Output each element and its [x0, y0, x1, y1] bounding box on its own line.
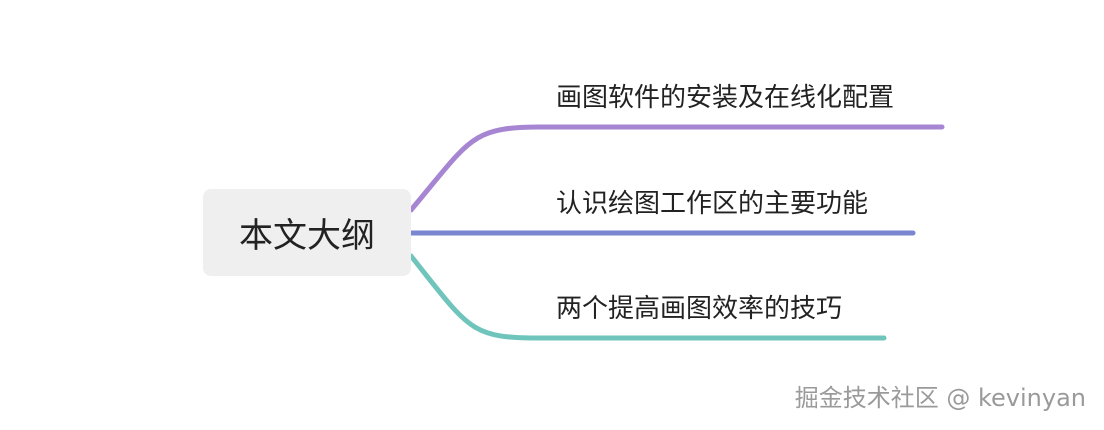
root-topic-label: 本文大纲: [239, 216, 375, 256]
root-topic-node[interactable]: 本文大纲: [203, 189, 411, 276]
branch-connector-2: [408, 253, 887, 341]
watermark-text: 掘金技术社区 @ kevinyan: [794, 384, 1086, 412]
branch-topic-0[interactable]: 画图软件的安装及在线化配置: [556, 83, 895, 113]
branch-topic-1[interactable]: 认识绘图工作区的主要功能: [556, 189, 869, 219]
branch-topic-2[interactable]: 两个提高画图效率的技巧: [556, 294, 843, 324]
branch-connector-0: [408, 124, 945, 213]
